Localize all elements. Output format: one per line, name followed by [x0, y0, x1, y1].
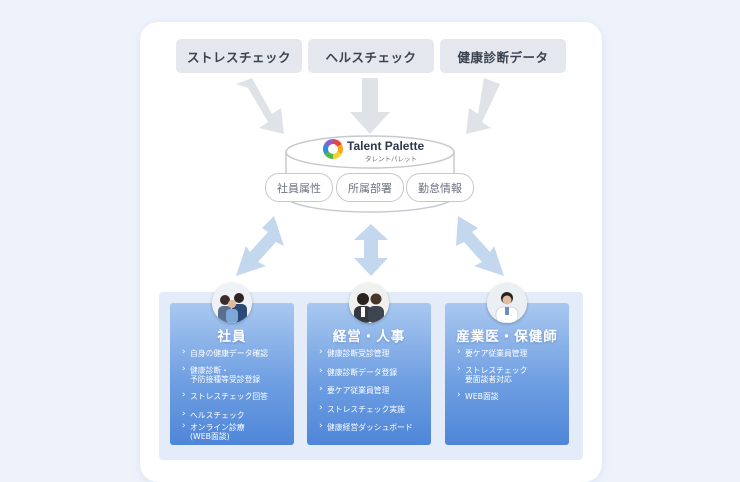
management-photo-icon: [349, 283, 389, 323]
role-item-list: 健康診断受診管理 健康診断データ登録 要ケア従業員管理 ストレスチェック実施 健…: [319, 348, 425, 440]
logo-text: Talent Palette: [347, 139, 425, 153]
arrow-from-health-exam: [466, 78, 500, 134]
two-way-arrow-employee: [236, 216, 284, 276]
list-item: オンライン診療(WEB面談): [182, 422, 288, 442]
two-way-arrow-management: [354, 224, 388, 276]
list-item: ストレスチェック回答: [182, 391, 288, 402]
list-item: ストレスチェック実施: [319, 404, 425, 415]
employee-photo-icon: [212, 283, 252, 323]
list-item: ヘルスチェック: [182, 410, 288, 421]
talent-palette-logo-icon: [323, 139, 343, 159]
list-item: 要ケア従業員管理: [319, 385, 425, 396]
list-item: 自身の健康データ確認: [182, 348, 288, 359]
arrow-from-health-check: [350, 78, 390, 134]
list-item: 健康経営ダッシュボード: [319, 422, 425, 433]
role-card-management-hr: 経営・人事 健康診断受診管理 健康診断データ登録 要ケア従業員管理 ストレスチェ…: [307, 303, 431, 445]
two-way-arrow-doctor: [456, 216, 504, 276]
doctor-photo-icon: [487, 283, 527, 323]
source-stress-check: ストレスチェック: [176, 39, 302, 73]
list-item: 要ケア従業員管理: [457, 348, 563, 359]
logo-subtext: タレントパレット: [365, 155, 417, 163]
list-item: 健康診断・予防接種等受診登録: [182, 365, 288, 385]
role-title: 産業医・保健師: [456, 329, 558, 345]
list-item: 健康診断データ登録: [319, 367, 425, 378]
talent-palette-logo: Talent Palette タレントパレット: [323, 137, 425, 163]
field-employee-attributes: 社員属性: [265, 173, 333, 202]
field-attendance: 勤怠情報: [406, 173, 474, 202]
field-department: 所属部署: [336, 173, 404, 202]
role-card-employee: 社員 自身の健康データ確認 健康診断・予防接種等受診登録 ストレスチェック回答 …: [170, 303, 294, 445]
source-health-check: ヘルスチェック: [308, 39, 434, 73]
source-health-exam-data: 健康診断データ: [440, 39, 566, 73]
role-title: 社員: [217, 329, 247, 345]
list-item: WEB面談: [457, 391, 563, 402]
arrow-from-stress-check: [236, 78, 284, 134]
role-item-list: 自身の健康データ確認 健康診断・予防接種等受診登録 ストレスチェック回答 ヘルス…: [182, 348, 288, 449]
list-item: 健康診断受診管理: [319, 348, 425, 359]
role-title: 経営・人事: [332, 329, 406, 345]
